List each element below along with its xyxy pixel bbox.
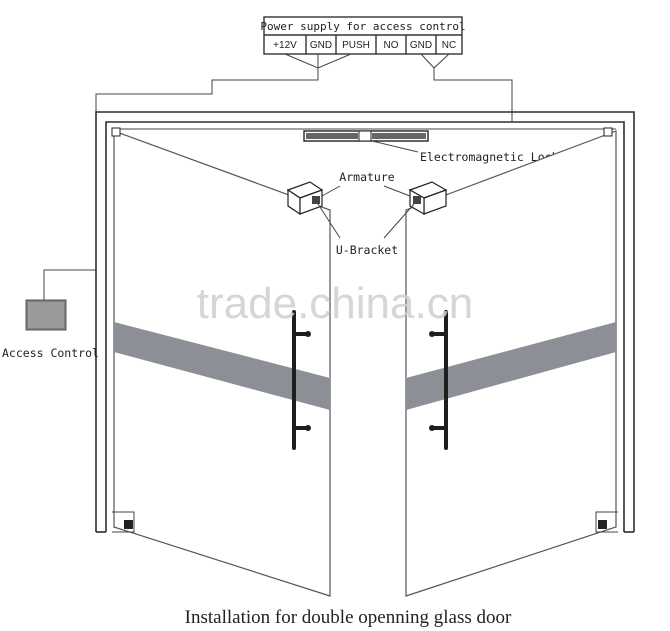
glass-band-left	[114, 322, 330, 410]
right-armature-bracket	[408, 181, 448, 216]
electromagnetic-lock	[303, 130, 429, 153]
access-control-label: Access Control	[2, 346, 99, 360]
wiring	[43, 53, 513, 300]
left-armature-bracket	[286, 181, 324, 216]
terminal-label: GND	[410, 40, 432, 51]
glass-band-right	[406, 322, 616, 410]
u-bracket-label: U-Bracket	[336, 243, 398, 257]
terminal-label: +12V	[273, 40, 297, 51]
door-frame	[95, 111, 635, 533]
armature-label: Armature	[339, 170, 394, 184]
power-supply-title: Power supply for access control	[260, 20, 465, 33]
access-control-unit	[25, 299, 67, 331]
terminal-label: NO	[384, 40, 399, 51]
right-door	[405, 127, 618, 597]
diagram-caption: Installation for double openning glass d…	[185, 607, 512, 628]
power-supply-block: Power supply for access control +12V GND…	[260, 16, 466, 55]
terminal-label: GND	[310, 40, 332, 51]
left-door	[111, 127, 331, 597]
electromagnetic-lock-label: Electromagnetic Lock	[420, 150, 559, 164]
leader-lines	[317, 185, 415, 239]
terminal-label: NC	[442, 40, 456, 51]
terminal-label: PUSH	[342, 40, 370, 51]
watermark: trade.china.cn	[197, 279, 473, 328]
